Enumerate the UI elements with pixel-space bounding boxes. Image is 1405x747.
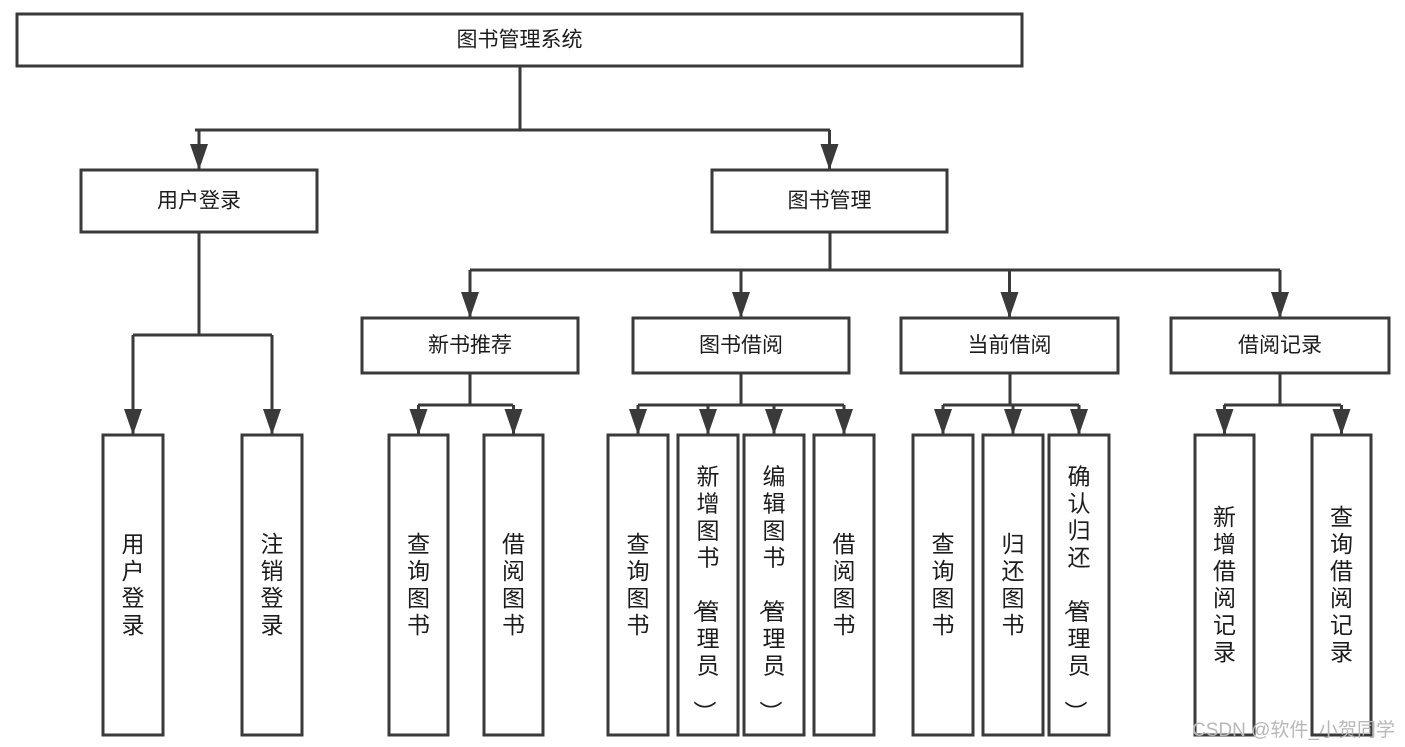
arrow-down-icon-leaf-query-book-borrow bbox=[629, 409, 647, 435]
node-leaf-query-borrow-record[interactable]: 查询借阅记录 bbox=[1310, 433, 1373, 737]
node-label-leaf-add-book-admin: 新增图书（管理员） bbox=[692, 464, 720, 724]
arrow-down-icon-leaf-edit-book-admin bbox=[765, 409, 783, 435]
node-box-book-manage[interactable] bbox=[710, 168, 949, 234]
node-label-leaf-edit-book-admin: 编辑图书（管理员） bbox=[758, 464, 786, 724]
node-box-leaf-user-login[interactable] bbox=[101, 433, 165, 737]
node-book-manage[interactable]: 图书管理 bbox=[710, 168, 949, 234]
node-box-new-book-rec[interactable] bbox=[360, 316, 580, 375]
connectors-layer bbox=[124, 66, 1351, 435]
node-box-user-login[interactable] bbox=[79, 168, 319, 234]
node-label-leaf-query-borrow-record: 查询借阅记录 bbox=[1330, 504, 1353, 665]
arrow-down-icon-leaf-confirm-return-admin bbox=[1070, 409, 1088, 435]
node-label-leaf-return-book: 归还图书 bbox=[1002, 531, 1025, 638]
node-label-user-login: 用户登录 bbox=[157, 190, 241, 213]
node-box-leaf-query-book-borrow[interactable] bbox=[606, 433, 670, 737]
node-box-leaf-query-borrow-record[interactable] bbox=[1310, 433, 1373, 737]
node-undefined[interactable]: 图书管理系统 bbox=[15, 12, 1024, 68]
arrow-down-icon-leaf-query-book-current bbox=[934, 409, 952, 435]
arrow-down-icon-leaf-return-book bbox=[1004, 409, 1022, 435]
node-box-borrow-record[interactable] bbox=[1169, 316, 1391, 375]
node-box-leaf-add-book-admin[interactable] bbox=[676, 433, 740, 737]
arrow-down-icon-user-login bbox=[190, 144, 208, 170]
node-label-leaf-query-book-borrow: 查询图书 bbox=[627, 531, 650, 638]
node-box-leaf-query-book-rec[interactable] bbox=[387, 433, 450, 737]
arrow-down-icon-leaf-add-borrow-record bbox=[1215, 409, 1234, 435]
arrow-down-icon-leaf-user-login bbox=[124, 409, 142, 435]
node-leaf-add-book-admin[interactable]: 新增图书（管理员） bbox=[676, 433, 740, 737]
node-label-book-borrow: 图书借阅 bbox=[699, 334, 783, 357]
node-box-leaf-borrow-book[interactable] bbox=[812, 433, 876, 737]
arrow-down-icon-leaf-borrow-book-rec bbox=[504, 409, 523, 435]
arrow-down-icon-book-borrow bbox=[732, 292, 750, 318]
arrow-down-icon-borrow-record bbox=[1271, 292, 1289, 318]
node-borrow-record[interactable]: 借阅记录 bbox=[1169, 316, 1391, 375]
arrow-down-icon-leaf-borrow-book bbox=[835, 409, 853, 435]
node-leaf-query-book-borrow[interactable]: 查询图书 bbox=[606, 433, 670, 737]
node-leaf-borrow-book-rec[interactable]: 借阅图书 bbox=[482, 433, 545, 737]
watermark-label: CSDN @软件_小贺同学 bbox=[1192, 719, 1395, 741]
node-new-book-rec[interactable]: 新书推荐 bbox=[360, 316, 580, 375]
node-leaf-user-login[interactable]: 用户登录 bbox=[101, 433, 165, 737]
node-box-leaf-add-borrow-record[interactable] bbox=[1193, 433, 1256, 737]
node-label-leaf-confirm-return-admin: 确认归还（管理员） bbox=[1063, 464, 1091, 724]
node-label-undefined: 图书管理系统 bbox=[457, 29, 583, 52]
node-box-undefined[interactable] bbox=[15, 12, 1024, 68]
node-box-leaf-query-book-current[interactable] bbox=[911, 433, 975, 737]
node-box-leaf-user-logout[interactable] bbox=[240, 433, 304, 737]
node-box-current-borrow[interactable] bbox=[899, 316, 1120, 375]
node-user-login[interactable]: 用户登录 bbox=[79, 168, 319, 234]
node-label-leaf-query-book-current: 查询图书 bbox=[932, 531, 955, 638]
arrow-down-icon-new-book-rec bbox=[461, 292, 479, 318]
node-leaf-confirm-return-admin[interactable]: 确认归还（管理员） bbox=[1047, 433, 1111, 737]
node-box-leaf-confirm-return-admin[interactable] bbox=[1047, 433, 1111, 737]
node-label-leaf-add-borrow-record: 新增借阅记录 bbox=[1213, 504, 1236, 665]
arrow-down-icon-leaf-user-logout bbox=[263, 409, 281, 435]
node-label-borrow-record: 借阅记录 bbox=[1238, 334, 1322, 357]
arrow-down-icon-leaf-add-book-admin bbox=[699, 409, 717, 435]
node-leaf-query-book-rec[interactable]: 查询图书 bbox=[387, 433, 450, 737]
node-label-leaf-borrow-book: 借阅图书 bbox=[833, 531, 856, 638]
node-box-leaf-edit-book-admin[interactable] bbox=[742, 433, 806, 737]
node-label-leaf-borrow-book-rec: 借阅图书 bbox=[502, 531, 525, 638]
node-leaf-edit-book-admin[interactable]: 编辑图书（管理员） bbox=[742, 433, 806, 737]
node-leaf-borrow-book[interactable]: 借阅图书 bbox=[812, 433, 876, 737]
node-label-leaf-user-login: 用户登录 bbox=[122, 531, 145, 638]
node-book-borrow[interactable]: 图书借阅 bbox=[631, 316, 851, 375]
node-label-leaf-query-book-rec: 查询图书 bbox=[407, 531, 430, 638]
node-leaf-add-borrow-record[interactable]: 新增借阅记录 bbox=[1193, 433, 1256, 737]
node-leaf-query-book-current[interactable]: 查询图书 bbox=[911, 433, 975, 737]
node-label-book-manage: 图书管理 bbox=[788, 190, 872, 213]
node-label-new-book-rec: 新书推荐 bbox=[428, 334, 512, 357]
arrow-down-icon-leaf-query-borrow-record bbox=[1332, 409, 1351, 435]
node-label-leaf-user-logout: 注销登录 bbox=[261, 531, 284, 638]
node-leaf-return-book[interactable]: 归还图书 bbox=[981, 433, 1045, 737]
nodes-layer: 图书管理系统用户登录图书管理新书推荐图书借阅当前借阅借阅记录用户登录注销登录查询… bbox=[15, 12, 1391, 737]
node-box-leaf-borrow-book-rec[interactable] bbox=[482, 433, 545, 737]
node-box-leaf-return-book[interactable] bbox=[981, 433, 1045, 737]
node-label-current-borrow: 当前借阅 bbox=[968, 334, 1052, 357]
arrow-down-icon-book-manage bbox=[820, 144, 839, 170]
arrow-down-icon-current-borrow bbox=[1000, 292, 1019, 318]
node-box-book-borrow[interactable] bbox=[631, 316, 851, 375]
node-current-borrow[interactable]: 当前借阅 bbox=[899, 316, 1120, 375]
arrow-down-icon-leaf-query-book-rec bbox=[409, 409, 428, 435]
node-leaf-user-logout[interactable]: 注销登录 bbox=[240, 433, 304, 737]
